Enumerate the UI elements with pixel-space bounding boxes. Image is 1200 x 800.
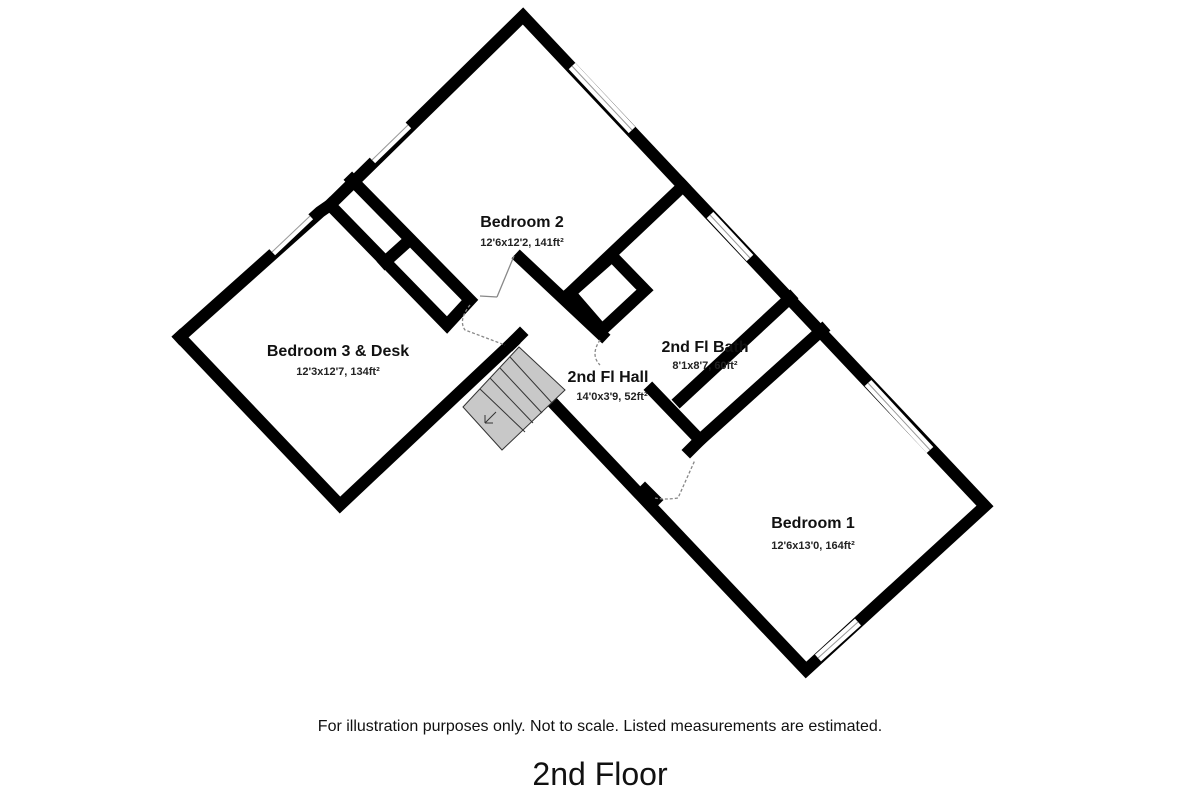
interior-wall [503,326,529,352]
stairs-down-arrow-icon [484,411,497,424]
floor-title: 2nd Floor [532,756,668,792]
room-name: Bedroom 1 [771,515,855,532]
interior-wall [636,481,664,509]
room-dimensions: 8'1x8'7, 60ft² [672,360,738,372]
room-dimensions: 14'0x3'9, 52ft² [576,391,648,403]
room-dimensions: 12'6x13'0, 164ft² [771,540,855,552]
room-name: Bedroom 2 [480,214,564,231]
room-name: 2nd Fl Bath [661,339,749,356]
interior-wall [561,177,692,339]
door-swing [479,255,515,298]
bath-wall [681,431,709,459]
disclaimer: For illustration purposes only. Not to s… [317,718,883,735]
room-dimensions: 12'3x12'7, 134ft² [296,366,380,378]
door-swing [654,459,696,500]
closet-divider [376,235,414,271]
room-name: Bedroom 3 & Desk [266,343,410,360]
staircase [462,346,566,451]
room-dimensions: 12'6x12'2, 141ft² [480,237,564,249]
room-name: 2nd Fl Hall [567,369,649,386]
door-swing [461,304,506,346]
interior-wall [511,249,611,344]
door-swing [594,339,601,366]
bath-wall [671,289,799,409]
outer-wall [171,328,521,514]
